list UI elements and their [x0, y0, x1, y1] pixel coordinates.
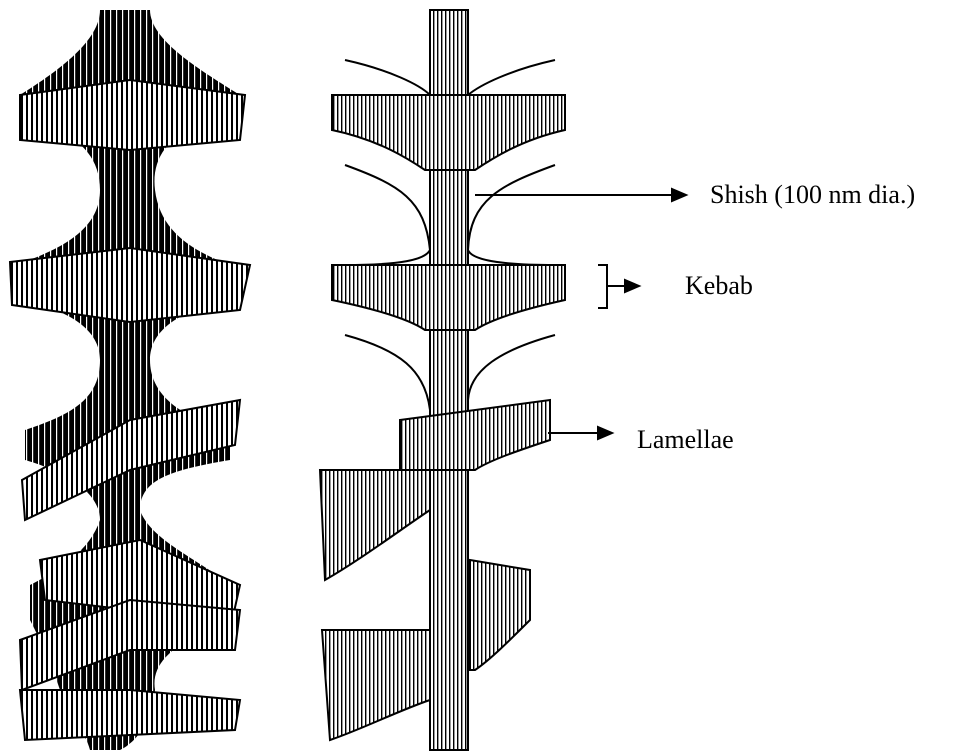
right-kebab-6	[322, 630, 430, 740]
right-kebab-1	[332, 95, 565, 170]
cross-section-shish-kebab-illustration	[320, 10, 565, 750]
shish-label: Shish (100 nm dia.)	[710, 180, 915, 209]
lamellae-arrow-head	[598, 427, 612, 439]
right-kebab-4	[320, 470, 430, 580]
kebab-bracket	[598, 265, 607, 308]
shish-arrow-head	[672, 189, 686, 201]
lamellae-label: Lamellae	[637, 425, 734, 454]
right-kebab-2	[332, 265, 565, 330]
shaded-shish-kebab-illustration	[10, 10, 250, 750]
left-kebab-disc-6	[20, 690, 240, 740]
left-kebab-disc-2	[10, 248, 250, 322]
kebab-arrow-head	[625, 280, 639, 292]
left-kebab-disc-1	[20, 80, 245, 150]
right-kebab-5	[470, 560, 530, 670]
kebab-label: Kebab	[685, 271, 753, 300]
